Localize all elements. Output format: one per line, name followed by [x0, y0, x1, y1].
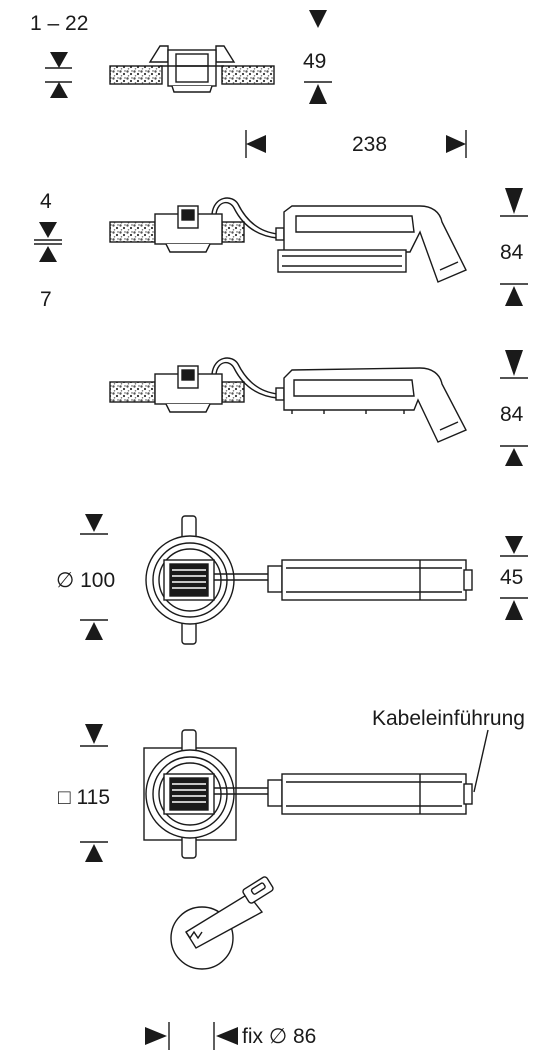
label-recess-depth: 49	[303, 50, 326, 73]
ceiling-insulation-right	[221, 381, 245, 403]
dimension-lines	[34, 67, 528, 1050]
ceiling-insulation-left	[109, 221, 156, 243]
label-height-a: 84	[500, 241, 524, 264]
label-diameter: ∅ 100	[56, 569, 115, 592]
label-cutout: fix ∅ 86	[242, 1025, 316, 1048]
view-top-square	[143, 729, 489, 859]
ceiling-insulation-left	[109, 65, 163, 85]
label-square: □ 115	[58, 786, 110, 809]
dimension-arrow-icon	[39, 10, 523, 1045]
ceiling-insulation-right	[221, 221, 245, 243]
dimension-labels: 1 – 22 49 238 4 7 84 84 ∅ 100 45 □ 115 K…	[30, 12, 525, 1048]
label-cover-min: 4	[40, 190, 52, 213]
view-top-round	[145, 515, 473, 645]
cable-entry-leader	[473, 729, 489, 793]
saw-blade-icon	[170, 876, 274, 970]
ceiling-insulation-right	[221, 65, 275, 85]
view-side-driver-a	[109, 197, 467, 283]
label-ceiling-thickness: 1 – 22	[30, 12, 88, 35]
view-side-clip	[109, 45, 275, 93]
label-overall-length: 238	[352, 133, 387, 156]
view-side-driver-b	[109, 357, 467, 443]
label-cover-max: 7	[40, 288, 52, 311]
label-width: 45	[500, 566, 523, 589]
label-cable-entry: Kabeleinführung	[372, 707, 525, 730]
ceiling-insulation-left	[109, 381, 156, 403]
label-height-b: 84	[500, 403, 524, 426]
